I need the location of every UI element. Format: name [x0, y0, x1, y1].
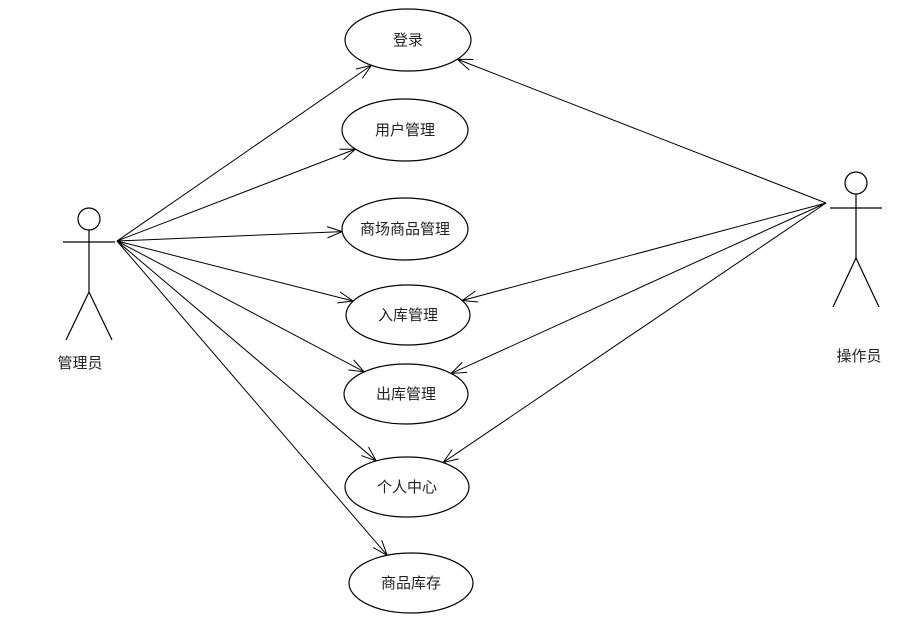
use-case-label: 商品库存 [381, 574, 441, 592]
actor-label: 管理员 [57, 354, 102, 372]
actor-left-leg [65, 291, 90, 341]
actor-operator: 操作员 [830, 171, 882, 365]
actor-right-leg [88, 291, 113, 341]
use-case-ellipse [341, 197, 469, 261]
actor-right-leg [855, 257, 880, 308]
use-case-label: 商场商品管理 [360, 220, 450, 238]
actor-admin: 管理员 [57, 207, 115, 372]
association-admin-inventory [116, 240, 388, 556]
use-case-inbound-management: 入库管理 [345, 284, 471, 346]
use-case-ellipse [348, 552, 474, 614]
association-operator-inbound_mgmt [462, 202, 827, 301]
use-case-product-management: 商场商品管理 [341, 197, 469, 261]
use-case-label: 用户管理 [375, 121, 435, 139]
use-case-label: 登录 [393, 31, 423, 49]
use-case-label: 个人中心 [377, 478, 437, 496]
association-admin-inbound_mgmt [116, 240, 354, 302]
use-case-ellipse [343, 363, 469, 425]
use-case-label: 出库管理 [376, 385, 436, 403]
use-case-label: 入库管理 [378, 306, 438, 324]
association-operator-login [457, 58, 827, 204]
actor-left-leg [832, 257, 857, 308]
actor-head [844, 171, 868, 195]
use-case-login: 登录 [344, 8, 472, 72]
association-admin-user_mgmt [116, 148, 356, 242]
association-admin-product_mgmt [116, 231, 343, 242]
use-case-ellipse [341, 98, 469, 162]
use-case-personal-center: 个人中心 [344, 456, 470, 518]
association-admin-login [116, 64, 372, 242]
associations [116, 58, 827, 557]
use-case-product-inventory: 商品库存 [348, 552, 474, 614]
association-admin-profile [116, 240, 377, 462]
use-case-ellipse [344, 8, 472, 72]
use-case-ellipse [345, 284, 471, 346]
use-case-user-management: 用户管理 [341, 98, 469, 162]
actor-head [77, 207, 101, 231]
use-case-ellipse [344, 456, 470, 518]
association-operator-profile [442, 202, 827, 463]
actor-label: 操作员 [836, 347, 881, 365]
association-admin-outbound_mgmt [116, 240, 365, 373]
association-operator-outbound_mgmt [450, 202, 827, 374]
use-case-outbound-management: 出库管理 [343, 363, 469, 425]
